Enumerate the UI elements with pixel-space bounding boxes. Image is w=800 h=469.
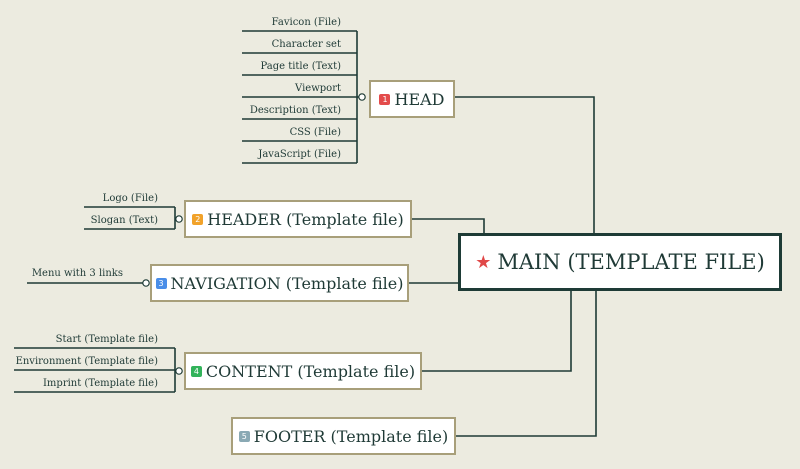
leaf-navigation-menu: Menu with 3 links bbox=[31, 268, 123, 279]
branch-node-header[interactable]: 2 HEADER (Template file) bbox=[184, 200, 412, 238]
branch-label: CONTENT (Template file) bbox=[205, 361, 416, 381]
leaf-head-charset: Character set bbox=[271, 39, 341, 50]
branch-node-footer[interactable]: 5 FOOTER (Template file) bbox=[231, 417, 456, 455]
badge-5: 5 bbox=[238, 430, 250, 442]
star-icon: ★ bbox=[475, 251, 492, 273]
leaf-head-viewport: Viewport bbox=[295, 83, 341, 94]
branch-label: NAVIGATION (Template file) bbox=[170, 273, 404, 293]
connector-main-content bbox=[422, 291, 572, 372]
main-node[interactable]: ★ MAIN (TEMPLATE FILE) bbox=[458, 233, 782, 291]
connector-main-footer bbox=[456, 291, 597, 437]
badge-3: 3 bbox=[155, 277, 167, 289]
main-node-label: MAIN (TEMPLATE FILE) bbox=[497, 250, 765, 274]
leaf-head-javascript: JavaScript (File) bbox=[258, 149, 341, 160]
branch-label: FOOTER (Template file) bbox=[253, 426, 449, 446]
collapse-toggle-head[interactable] bbox=[358, 93, 366, 101]
leaf-content-environment: Environment (Template file) bbox=[15, 356, 158, 367]
badge-2: 2 bbox=[192, 213, 204, 225]
leaf-head-page-title: Page title (Text) bbox=[260, 61, 341, 72]
branch-label: HEADER (Template file) bbox=[207, 209, 404, 229]
collapse-toggle-content[interactable] bbox=[175, 367, 183, 375]
leaf-head-description: Description (Text) bbox=[249, 105, 341, 116]
badge-4: 4 bbox=[190, 365, 202, 377]
branch-node-navigation[interactable]: 3 NAVIGATION (Template file) bbox=[150, 264, 409, 302]
leaf-content-start: Start (Template file) bbox=[55, 334, 158, 345]
collapse-toggle-header[interactable] bbox=[175, 215, 183, 223]
badge-1: 1 bbox=[379, 93, 391, 105]
leaf-head-favicon: Favicon (File) bbox=[271, 17, 341, 28]
branch-label: HEAD bbox=[394, 89, 445, 109]
leaf-header-slogan: Slogan (Text) bbox=[90, 215, 158, 226]
leaf-header-logo: Logo (File) bbox=[102, 193, 158, 204]
collapse-toggle-navigation[interactable] bbox=[142, 279, 150, 287]
branch-node-head[interactable]: 1 HEAD bbox=[369, 80, 455, 118]
connector-main-head bbox=[455, 96, 595, 233]
branch-node-content[interactable]: 4 CONTENT (Template file) bbox=[184, 352, 422, 390]
leaf-head-css: CSS (File) bbox=[289, 127, 341, 138]
leaf-content-imprint: Imprint (Template file) bbox=[42, 378, 158, 389]
connector-main-header bbox=[412, 218, 485, 233]
